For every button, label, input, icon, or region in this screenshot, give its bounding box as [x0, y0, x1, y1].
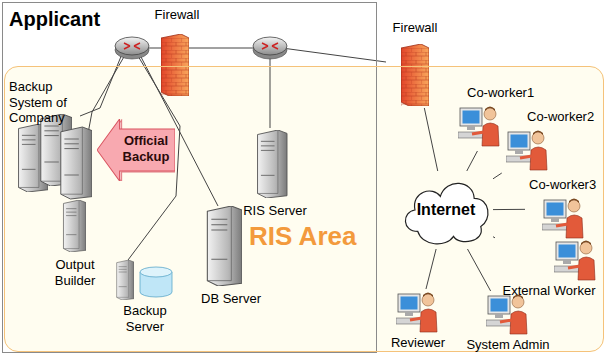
official-backup-arrow: Official Backup [97, 119, 175, 181]
backup-system: Backup System of Company [7, 79, 99, 213]
worker-icon [554, 241, 595, 281]
external-worker: External Worker [495, 237, 603, 300]
arrow-body [97, 119, 175, 181]
worker-icon [542, 199, 583, 239]
network-link [424, 108, 437, 171]
node-label: RIS Area [249, 221, 356, 252]
router-icon [115, 37, 149, 59]
worker-icon [506, 131, 547, 171]
ris-server: RIS Server [237, 129, 313, 220]
network-wire [80, 54, 122, 116]
node-label: Co-worker1 [467, 85, 534, 101]
co-worker: Co-worker1 [453, 85, 537, 151]
network-link [493, 209, 525, 210]
node-label: System Admin [466, 337, 549, 353]
firewall: Firewall [148, 7, 206, 99]
firewall-icon [161, 34, 189, 96]
node-label: DB Server [201, 291, 261, 307]
node-label: Backup Server [109, 303, 181, 334]
database-cylinder [140, 267, 172, 277]
node-label: External Worker [503, 283, 596, 299]
output-builder: Output Builder [43, 199, 109, 290]
node-label: RIS Server [243, 203, 307, 219]
worker-icon [458, 107, 499, 147]
server-icon [258, 130, 287, 198]
reviewer: Reviewer [383, 289, 453, 352]
backup-server: Backup Server [109, 259, 183, 337]
cloud-outline [405, 183, 488, 244]
database-cylinder [140, 267, 172, 297]
firewall: Firewall [386, 20, 444, 108]
firewall-icon [401, 44, 429, 106]
applicant-region: Applicant Firewall [2, 2, 377, 353]
co-worker: Co-worker2 [501, 109, 599, 173]
network-link [493, 237, 495, 238]
node-label: Output Builder [43, 257, 107, 288]
node-label: Co-worker3 [529, 177, 596, 193]
worker-icon [396, 293, 437, 333]
node-label: Reviewer [391, 335, 445, 351]
co-worker: Co-worker3 [525, 177, 603, 241]
node-label: Official Backup [119, 133, 173, 164]
server-icon [207, 206, 242, 286]
server-icon [63, 200, 86, 252]
ris-area-region: RIS Area Backup System of CompanyOfficial… [4, 66, 604, 352]
internet-cloud: Internet [399, 171, 493, 249]
node-label: Firewall [155, 7, 200, 23]
network-wire [282, 48, 386, 62]
router-icon [253, 37, 287, 59]
network-wire [132, 48, 270, 49]
network-link [467, 151, 478, 171]
worker-icon [486, 295, 527, 335]
worker-icon [396, 107, 595, 335]
node-label: Internet [417, 200, 476, 219]
router-icon [115, 37, 287, 59]
network-link [467, 249, 490, 291]
server-icon [117, 260, 134, 300]
node-label: Applicant [9, 7, 100, 31]
server-icon [61, 127, 92, 199]
network-link [426, 249, 436, 289]
node-label: Co-worker2 [527, 109, 594, 125]
network-link [493, 173, 502, 179]
firewall-icon [161, 34, 429, 106]
system-admin: System Admin [459, 291, 557, 354]
node-label: Backup System of Company [9, 79, 97, 126]
db-server: DB Server [195, 207, 267, 309]
node-label: Firewall [393, 20, 438, 36]
